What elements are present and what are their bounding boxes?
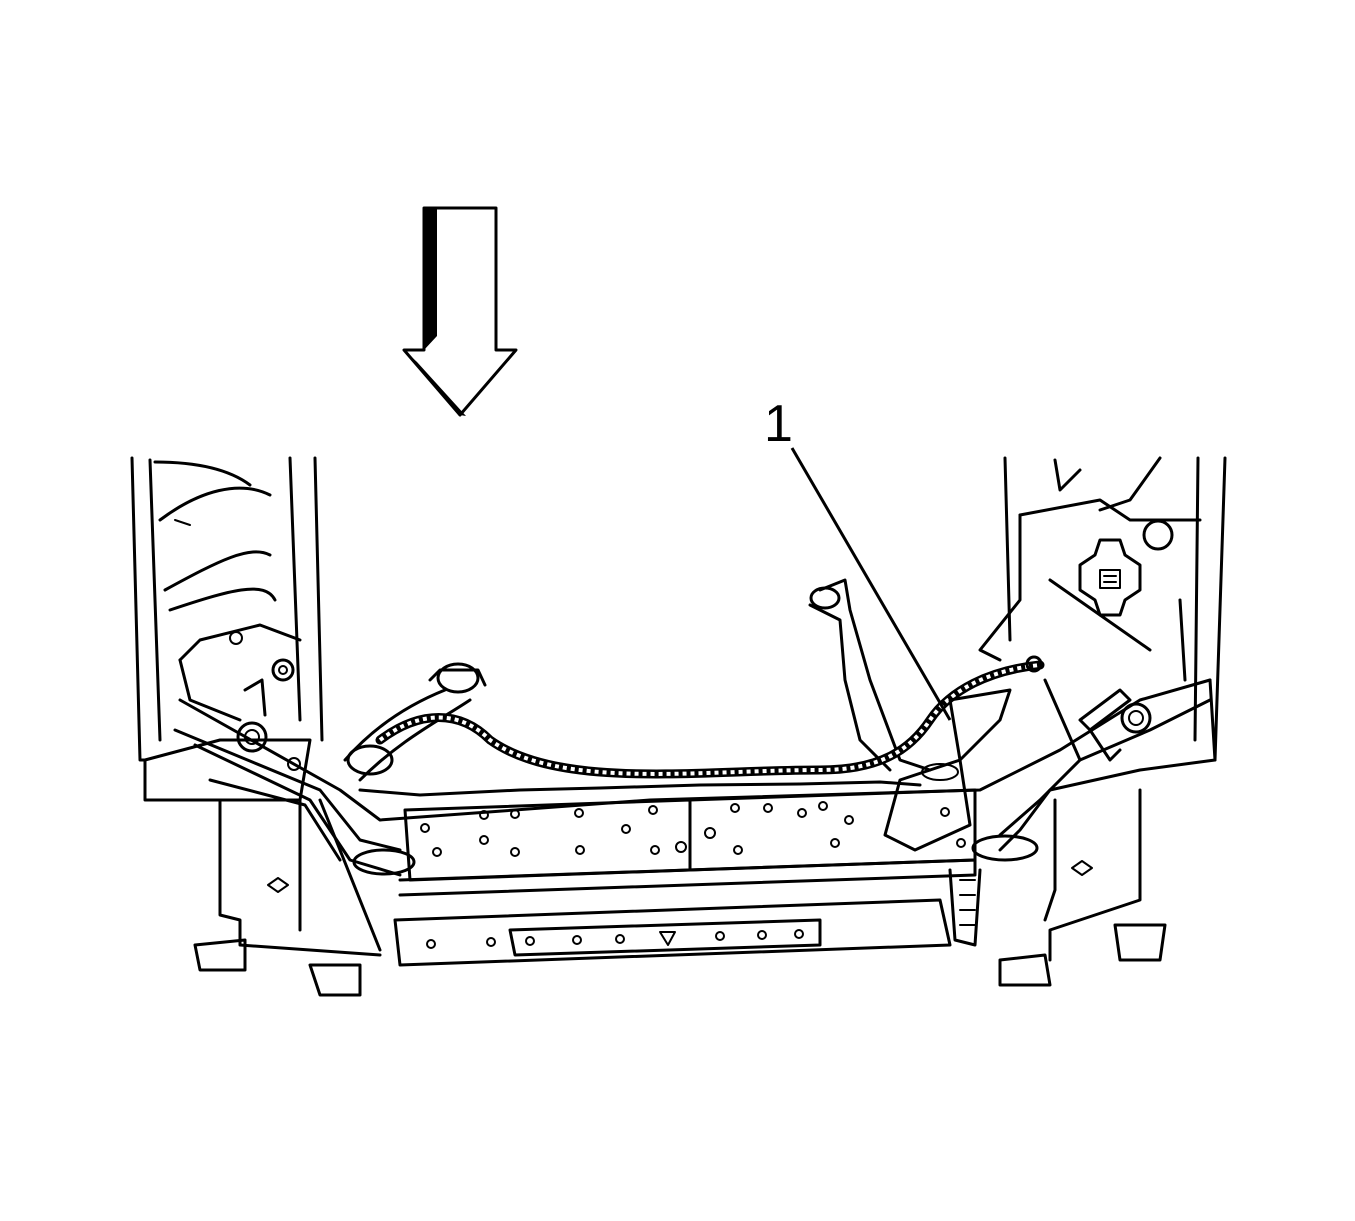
- right-fender-apron: [978, 456, 1227, 762]
- front-lower-panel: [352, 788, 1039, 897]
- left-fender-apron: [130, 456, 324, 762]
- radiator-and-hoses: [343, 578, 932, 797]
- wiring-harness: [375, 655, 1082, 852]
- lower-crossmember: [193, 788, 1167, 997]
- callout-label-1: 1: [764, 395, 793, 453]
- callout-1: 1: [764, 395, 952, 721]
- upper-tie-bar: [143, 678, 1217, 877]
- view-direction-arrow-icon: [402, 206, 518, 417]
